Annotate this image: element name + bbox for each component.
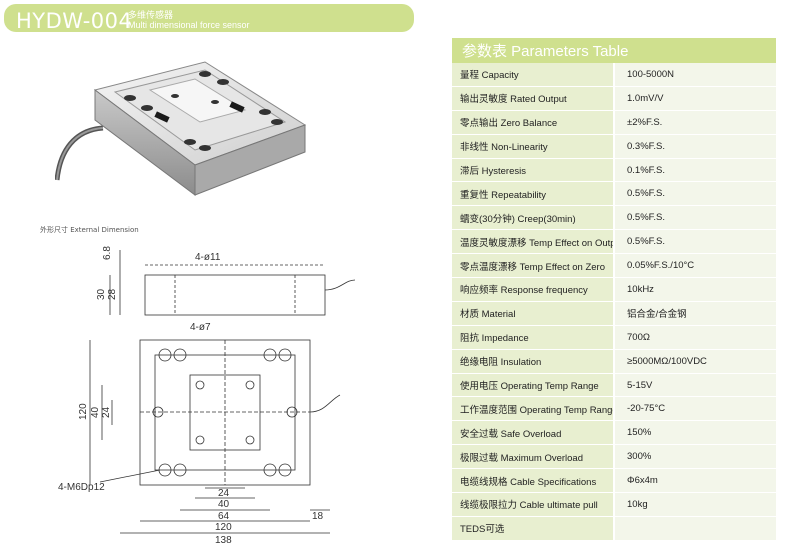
header-banner: HYDW-004 多维传感器 Multi dimensional force s…	[4, 4, 414, 33]
dim-138: 138	[215, 535, 232, 546]
param-name: 温度灵敏度漂移 Temp Effect on Output	[452, 229, 614, 255]
param-value: 0.5%F.S.	[613, 205, 776, 231]
dim-40-v: 40	[90, 406, 101, 418]
dim-24-v: 24	[101, 406, 112, 418]
param-value: 10kg	[613, 492, 776, 517]
param-name: 蠕变(30分钟) Creep(30min)	[452, 205, 614, 231]
param-value: 100-5000N	[613, 63, 776, 87]
table-row: 工作温度范围 Operating Temp Range-20-75°C	[452, 396, 776, 422]
dim-64: 64	[218, 511, 230, 522]
param-value: 5-15V	[613, 373, 776, 398]
param-value: 150%	[613, 420, 776, 446]
param-name: 重复性 Repeatability	[452, 181, 614, 207]
param-name: 响应频率 Response frequency	[452, 277, 614, 302]
product-name-en: Multi dimensional force sensor	[128, 20, 250, 30]
param-value: 0.5%F.S.	[613, 229, 776, 255]
param-value: 10kHz	[613, 277, 776, 302]
table-row: 绝缘电阻 Insulation≥5000MΩ/100VDC	[452, 349, 776, 374]
param-value: 0.1%F.S.	[613, 158, 776, 183]
param-value	[613, 516, 776, 541]
dim-24-h: 24	[218, 488, 230, 499]
drawing-title: 外形尺寸 External Dimension	[40, 226, 139, 234]
param-value: ±2%F.S.	[613, 110, 776, 135]
table-row: TEDS可选	[452, 516, 776, 541]
param-name: 量程 Capacity	[452, 63, 614, 87]
param-name: 材质 Material	[452, 301, 614, 326]
param-name: 安全过载 Safe Overload	[452, 420, 614, 446]
dim-6-8: 6.8	[102, 246, 113, 260]
dim-30: 30	[96, 288, 107, 300]
param-name: 线缆极限拉力 Cable ultimate pull	[452, 492, 614, 517]
dim-28: 28	[107, 288, 118, 300]
table-row: 蠕变(30分钟) Creep(30min)0.5%F.S.	[452, 205, 776, 231]
dim-hole-11: 4-ø11	[195, 252, 221, 263]
thread-label: 4-M6Dp12	[58, 482, 105, 493]
param-name: 零点温度漂移 Temp Effect on Zero	[452, 253, 614, 279]
table-title: 参数表 Parameters Table	[452, 38, 776, 63]
dim-18: 18	[312, 511, 324, 522]
param-name: 绝缘电阻 Insulation	[452, 349, 614, 374]
dim-hole-7: 4-ø7	[190, 322, 211, 333]
product-name-cn: 多维传感器	[128, 10, 174, 20]
param-name: 滞后 Hysteresis	[452, 158, 614, 183]
param-name: 极限过载 Maximum Overload	[452, 444, 614, 470]
dimension-drawing: 6.8 30 28 4-ø11 4-ø7 120 40 24 4-M6Dp12 …	[58, 246, 356, 546]
param-name: 阻抗 Impedance	[452, 325, 614, 350]
dim-40-h: 40	[218, 499, 230, 510]
param-value: -20-75°C	[613, 396, 776, 422]
param-value: 铝合金/合金钢	[613, 301, 776, 326]
param-name: 零点输出 Zero Balance	[452, 110, 614, 135]
param-value: ≥5000MΩ/100VDC	[613, 349, 776, 374]
param-value: 300%	[613, 444, 776, 470]
param-name: TEDS可选	[452, 516, 614, 541]
param-value: 0.3%F.S.	[613, 134, 776, 159]
param-name: 使用电压 Operating Temp Range	[452, 373, 614, 398]
param-value: 0.05%F.S./10°C	[613, 253, 776, 279]
param-value: 0.5%F.S.	[613, 181, 776, 207]
dim-120-v: 120	[78, 403, 89, 420]
table-row: 零点输出 Zero Balance±2%F.S.	[452, 110, 776, 135]
product-photo	[55, 61, 307, 196]
dim-120-h: 120	[215, 522, 232, 533]
param-value: Φ6x4m	[613, 468, 776, 494]
param-value: 1.0mV/V	[613, 86, 776, 111]
param-name: 电缆线规格 Cable Specifications	[452, 468, 614, 494]
param-name: 输出灵敏度 Rated Output	[452, 86, 614, 111]
param-name: 工作温度范围 Operating Temp Range	[452, 396, 614, 422]
model-title: HYDW-004	[16, 9, 133, 33]
param-value: 700Ω	[613, 325, 776, 350]
param-name: 非线性 Non-Linearity	[452, 134, 614, 159]
